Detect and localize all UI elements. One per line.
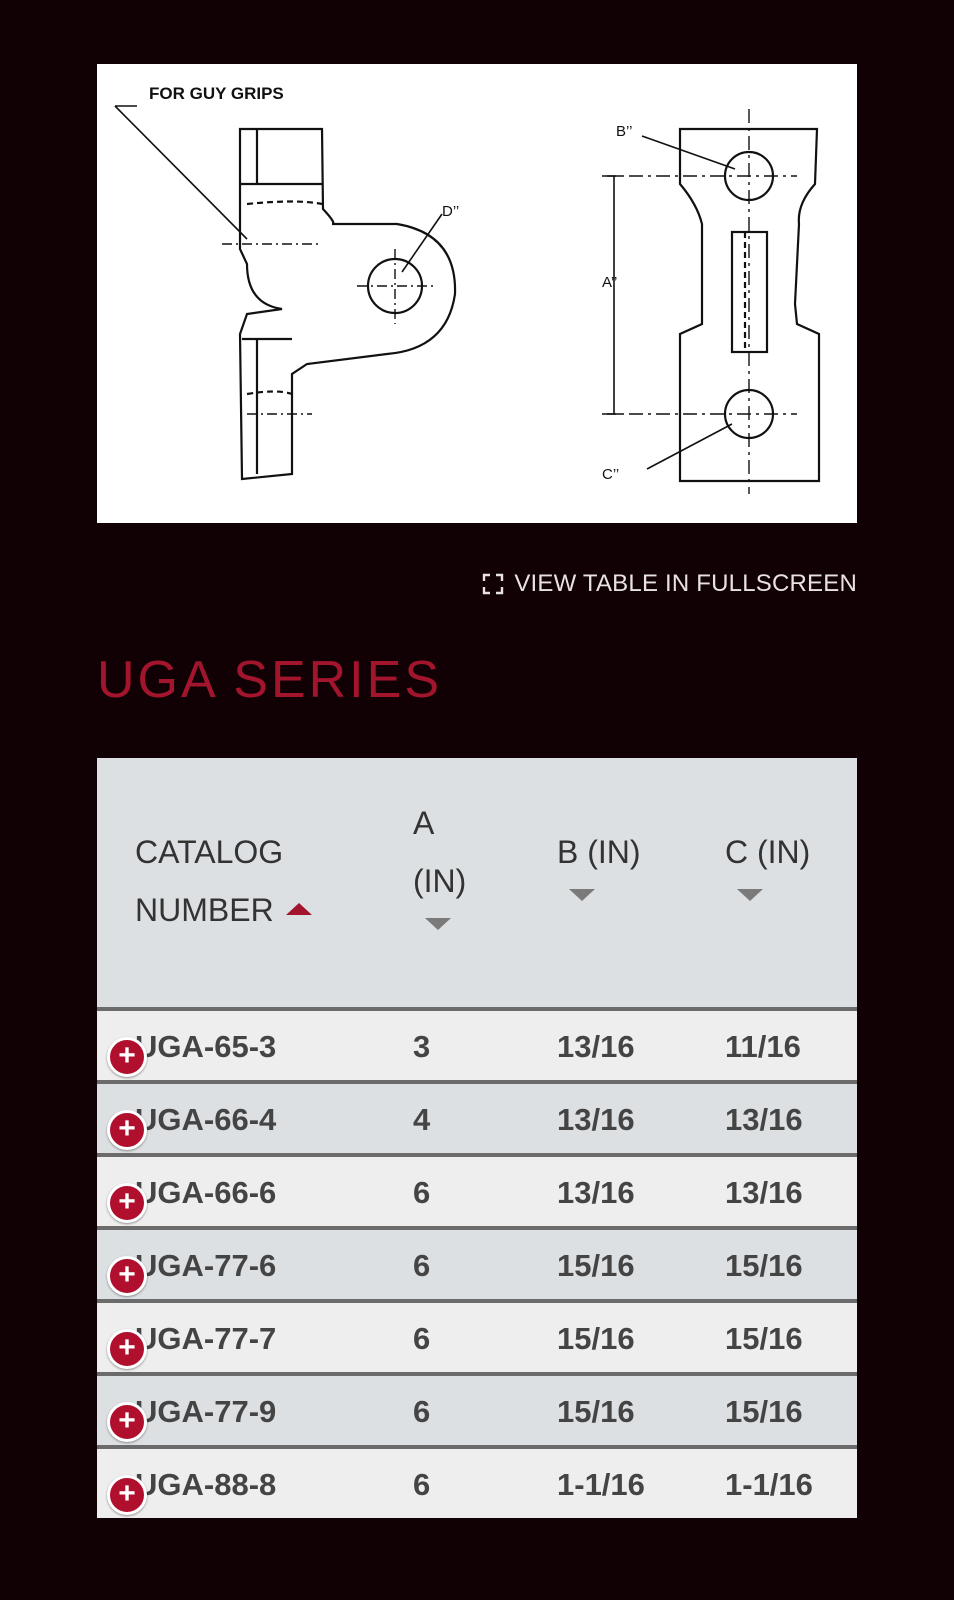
technical-drawing: FOR GUY GRIPS D’’ B’’ A’’ C’’ bbox=[97, 64, 857, 523]
header-a-line2: (IN) bbox=[413, 863, 467, 899]
label-b: B’’ bbox=[616, 123, 632, 140]
plus-icon: + bbox=[118, 1404, 136, 1437]
header-catalog-number[interactable]: CATALOG NUMBER bbox=[135, 823, 312, 939]
header-c[interactable]: C (IN) bbox=[725, 823, 810, 901]
cell-a: 6 bbox=[413, 1248, 431, 1283]
cell-c: 13/16 bbox=[725, 1102, 803, 1137]
table-header: CATALOG NUMBER A (IN) B (IN) C (IN) bbox=[97, 758, 857, 1011]
cell-b: 15/16 bbox=[557, 1248, 635, 1283]
table-row: UGA-77-6 6 15/16 15/16 + bbox=[97, 1230, 857, 1303]
cell-c: 11/16 bbox=[725, 1029, 801, 1064]
header-a[interactable]: A (IN) bbox=[413, 794, 466, 930]
anchor-drawing-svg: FOR GUY GRIPS D’’ B’’ A’’ C’’ bbox=[114, 84, 821, 494]
product-table: CATALOG NUMBER A (IN) B (IN) C (IN) UGA-… bbox=[97, 758, 857, 1518]
cell-catalog: UGA-77-9 bbox=[135, 1394, 277, 1429]
series-title: UGA SERIES bbox=[97, 651, 442, 709]
plus-icon: + bbox=[118, 1258, 136, 1291]
label-guy-grips: FOR GUY GRIPS bbox=[149, 84, 284, 103]
sort-descending-icon bbox=[737, 889, 763, 901]
table-row: UGA-65-3 3 13/16 11/16 + bbox=[97, 1011, 857, 1084]
table-row: UGA-66-6 6 13/16 13/16 + bbox=[97, 1157, 857, 1230]
cell-catalog: UGA-66-6 bbox=[135, 1175, 277, 1210]
cell-a: 4 bbox=[413, 1102, 431, 1137]
table-row: UGA-77-7 6 15/16 15/16 + bbox=[97, 1303, 857, 1376]
header-b[interactable]: B (IN) bbox=[557, 823, 641, 901]
expand-row-button[interactable]: + bbox=[107, 1402, 147, 1442]
label-c: C’’ bbox=[602, 466, 619, 483]
cell-catalog: UGA-77-7 bbox=[135, 1321, 277, 1356]
sort-descending-icon bbox=[569, 889, 595, 901]
header-c-label: C (IN) bbox=[725, 834, 811, 870]
sort-ascending-icon bbox=[285, 902, 312, 915]
cell-c: 15/16 bbox=[725, 1394, 803, 1429]
expand-row-button[interactable]: + bbox=[107, 1110, 147, 1150]
cell-b: 13/16 bbox=[557, 1102, 635, 1137]
expand-row-button[interactable]: + bbox=[107, 1037, 147, 1077]
cell-a: 3 bbox=[413, 1029, 431, 1064]
cell-catalog: UGA-88-8 bbox=[135, 1467, 277, 1502]
cell-b: 13/16 bbox=[557, 1175, 635, 1210]
expand-row-button[interactable]: + bbox=[107, 1183, 147, 1223]
label-d: D’’ bbox=[442, 203, 459, 220]
plus-icon: + bbox=[118, 1039, 136, 1072]
table-row: UGA-77-9 6 15/16 15/16 + bbox=[97, 1376, 857, 1449]
label-a: A’’ bbox=[602, 274, 617, 291]
cell-a: 6 bbox=[413, 1394, 431, 1429]
header-b-label: B (IN) bbox=[557, 834, 641, 870]
fullscreen-icon bbox=[483, 573, 504, 595]
table-row: UGA-66-4 4 13/16 13/16 + bbox=[97, 1084, 857, 1157]
header-a-line1: A bbox=[413, 805, 435, 841]
cell-a: 6 bbox=[413, 1467, 431, 1502]
view-fullscreen-link[interactable]: VIEW TABLE IN FULLSCREEN bbox=[482, 570, 857, 598]
cell-c: 13/16 bbox=[725, 1175, 803, 1210]
cell-c: 15/16 bbox=[725, 1248, 803, 1283]
expand-row-button[interactable]: + bbox=[107, 1475, 147, 1515]
cell-catalog: UGA-77-6 bbox=[135, 1248, 277, 1283]
header-catalog-line2: NUMBER bbox=[135, 892, 274, 928]
plus-icon: + bbox=[118, 1185, 136, 1218]
cell-c: 1-1/16 bbox=[725, 1467, 813, 1502]
expand-row-button[interactable]: + bbox=[107, 1329, 147, 1369]
header-catalog-line1: CATALOG bbox=[135, 834, 284, 870]
sort-descending-icon bbox=[425, 918, 451, 930]
view-fullscreen-label: VIEW TABLE IN FULLSCREEN bbox=[514, 570, 857, 597]
cell-catalog: UGA-65-3 bbox=[135, 1029, 277, 1064]
plus-icon: + bbox=[118, 1477, 136, 1510]
cell-a: 6 bbox=[413, 1321, 431, 1356]
table-row: UGA-88-8 6 1-1/16 1-1/16 + bbox=[97, 1449, 857, 1518]
cell-b: 13/16 bbox=[557, 1029, 635, 1064]
cell-a: 6 bbox=[413, 1175, 431, 1210]
plus-icon: + bbox=[118, 1112, 136, 1145]
cell-b: 15/16 bbox=[557, 1394, 635, 1429]
cell-catalog: UGA-66-4 bbox=[135, 1102, 277, 1137]
plus-icon: + bbox=[118, 1331, 136, 1364]
cell-b: 1-1/16 bbox=[557, 1467, 645, 1502]
expand-row-button[interactable]: + bbox=[107, 1256, 147, 1296]
cell-c: 15/16 bbox=[725, 1321, 803, 1356]
cell-b: 15/16 bbox=[557, 1321, 635, 1356]
